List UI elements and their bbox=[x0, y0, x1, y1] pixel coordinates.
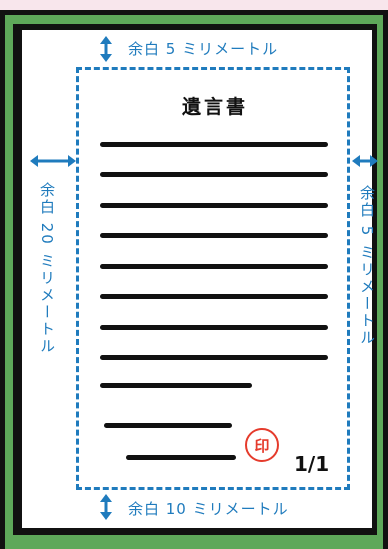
top-margin-arrow-icon bbox=[100, 36, 112, 62]
top-margin-label: 余白 5 ミリメートル bbox=[128, 40, 279, 58]
signature-line bbox=[126, 455, 236, 460]
paper-sheet bbox=[22, 30, 372, 528]
text-line bbox=[100, 325, 328, 330]
left-margin-label: 余白 20 ミリメートル bbox=[38, 182, 56, 355]
text-line bbox=[104, 423, 232, 428]
left-margin-arrow-icon bbox=[30, 155, 76, 167]
text-line bbox=[100, 294, 328, 299]
text-line bbox=[100, 203, 328, 208]
bottom-margin-label: 余白 10 ミリメートル bbox=[128, 500, 289, 518]
bottom-margin-arrow-icon bbox=[100, 494, 112, 520]
right-margin-arrow-icon bbox=[352, 155, 378, 167]
seal-stamp-icon: 印 bbox=[245, 428, 279, 462]
text-line bbox=[100, 355, 328, 360]
margin-boundary bbox=[76, 67, 350, 490]
page-number: 1/1 bbox=[294, 452, 330, 476]
document-title: 遺言書 bbox=[181, 96, 248, 118]
text-line bbox=[100, 142, 328, 147]
text-line bbox=[100, 383, 252, 388]
text-line bbox=[100, 264, 328, 269]
text-line bbox=[100, 172, 328, 177]
right-margin-label: 余白 5 ミリメートル bbox=[358, 185, 376, 347]
text-line bbox=[100, 233, 328, 238]
